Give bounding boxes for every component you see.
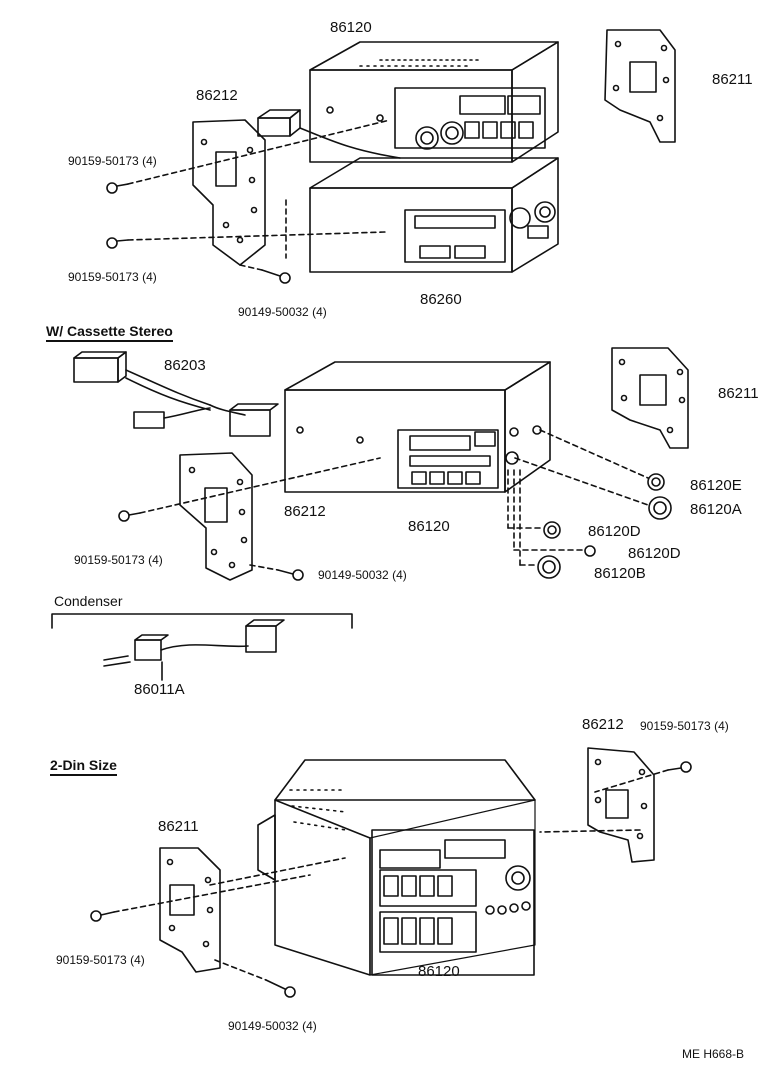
part-number-86203: 86203 xyxy=(164,357,206,374)
part-number-86211-middle: 86211 xyxy=(718,385,759,402)
part-number-86120D-1: 86120D xyxy=(588,523,641,540)
bracket-86211-bottom xyxy=(159,847,221,973)
bracket-86212-top xyxy=(192,119,266,266)
screws-top xyxy=(106,182,291,284)
part-number-86120E: 86120E xyxy=(690,477,742,494)
screw-label-middle-1: 90159-50173 (4) xyxy=(74,553,163,567)
radio-unit-2din xyxy=(257,759,536,976)
drawing-code: ME H668-B xyxy=(682,1047,745,1061)
bracket-86211-middle xyxy=(611,347,689,449)
radio-unit-lower xyxy=(309,157,559,273)
part-number-86212-middle: 86212 xyxy=(284,503,326,520)
bracket-86211-top xyxy=(604,29,676,143)
part-number-86120B: 86120B xyxy=(594,565,646,582)
bracket-86212-middle xyxy=(179,452,253,581)
section-title-2din: 2-Din Size xyxy=(50,758,117,776)
condenser-part xyxy=(51,613,353,681)
screw-label-bottom-left: 90159-50173 (4) xyxy=(56,953,145,967)
part-number-86120-bottom: 86120 xyxy=(418,963,460,980)
knobs-middle xyxy=(537,473,672,579)
wire-harness-86203 xyxy=(73,351,279,437)
bracket-86212-bottom xyxy=(587,747,655,863)
part-number-86120-middle: 86120 xyxy=(408,518,450,535)
part-number-86120D-2: 86120D xyxy=(628,545,681,562)
part-number-86120A: 86120A xyxy=(690,501,742,518)
part-number-86212-bottom: 86212 xyxy=(582,716,624,733)
part-number-86011A: 86011A xyxy=(134,681,185,698)
top-connector xyxy=(257,109,401,159)
screw-label-middle-2: 90149-50032 (4) xyxy=(318,568,407,582)
screw-label-top-3: 90149-50032 (4) xyxy=(238,305,327,319)
part-number-86211-bottom: 86211 xyxy=(158,818,199,835)
leader-lines-bottom xyxy=(113,769,669,981)
part-number-86260: 86260 xyxy=(420,291,462,308)
screw-label-bottom-top: 90159-50173 (4) xyxy=(640,719,729,733)
part-number-86212-top: 86212 xyxy=(196,87,238,104)
screws-middle xyxy=(118,510,304,581)
screw-label-bottom-right: 90149-50032 (4) xyxy=(228,1019,317,1033)
radio-unit-upper xyxy=(309,41,559,163)
part-number-86120-top: 86120 xyxy=(330,19,372,36)
section-title-condenser: Condenser xyxy=(54,593,123,609)
leader-lines-middle xyxy=(139,429,649,571)
screw-label-top-2: 90159-50173 (4) xyxy=(68,270,157,284)
radio-unit-middle xyxy=(284,361,551,493)
part-number-86211-top: 86211 xyxy=(712,71,753,88)
screws-bottom xyxy=(90,761,692,998)
screw-label-top-1: 90159-50173 (4) xyxy=(68,154,157,168)
section-title-cassette-stereo: W/ Cassette Stereo xyxy=(46,324,173,342)
leader-lines-top xyxy=(127,119,391,271)
